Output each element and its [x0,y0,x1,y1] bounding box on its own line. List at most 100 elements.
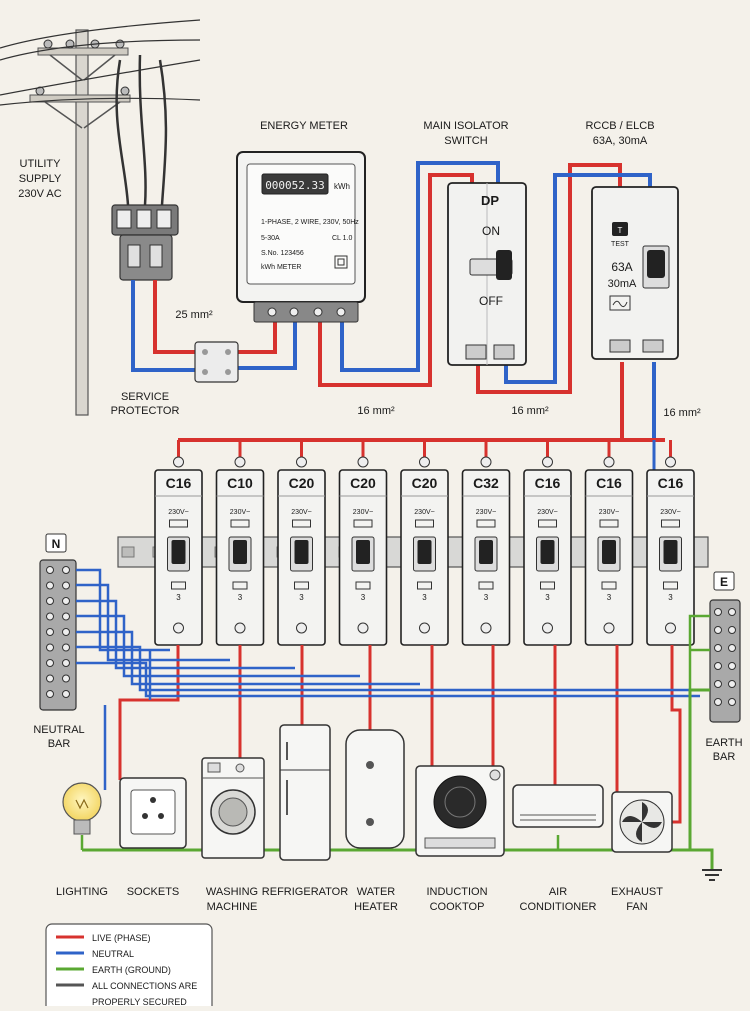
neutral-bar-label-2: BAR [48,738,71,750]
mcb-handle [540,540,555,564]
mcb-handle [417,540,432,564]
utility-label-3: 230V AC [18,188,61,200]
mcb-8: C16 230V~ 3 [584,456,634,646]
mcb-poles: 3 [238,593,243,602]
utility-label-1: UTILITY [20,158,62,170]
header-labels: UTILITY SUPPLY 230V AC ENERGY METER MAIN… [18,120,701,419]
earth-tag: E [720,575,728,589]
neutral-bar: N NEUTRAL BAR [33,533,85,750]
washing-machine-icon [201,757,265,859]
service-cutout [111,204,179,281]
air-conditioner-label: AIR [549,886,567,898]
refrigerator-icon [279,724,331,861]
isolator-on-label: ON [482,224,500,238]
isolator-title-1: MAIN ISOLATOR [423,120,508,132]
mcb-voltage: 230V~ [660,509,680,516]
meter-name: kWh METER [261,264,301,271]
earth-bar: E EARTH BAR [705,571,743,763]
mcb-rating: C20 [412,475,438,491]
rccb-test-button [612,222,628,236]
mcb-handle [663,540,678,564]
exhaust-fan-icon [611,791,673,853]
meter-current: 5-30A [261,235,280,242]
cable-size-rccb-out: 16 mm² [663,407,701,419]
cable-size-meter-out: 16 mm² [357,405,395,417]
circuit-wires [76,568,710,850]
legend-item-2: NEUTRAL [92,949,134,959]
supply-wires [131,161,656,440]
cable-size-service: 25 mm² [175,309,213,321]
mcb-rating: C16 [535,475,561,491]
appliance-labels: LIGHTING SOCKETS WASHING MACHINE REFRIGERATO… [56,886,663,913]
earth-bar-label-2: BAR [713,751,736,763]
mcb-2: C10 230V~ 3 [215,456,265,646]
service-protector-label-2: PROTECTOR [111,405,180,417]
mcb-voltage: 230V~ [291,509,311,516]
isolator-type: DP [481,193,499,208]
rccb-sensitivity: 30mA [608,278,637,290]
meter-class: CL 1.0 [332,235,352,242]
neutral-bar-label-1: NEUTRAL [33,724,84,736]
rccb-title-2: 63A, 30mA [593,135,648,147]
lighting-label: LIGHTING [56,886,108,898]
sockets-label: SOCKETS [127,886,180,898]
mcb-voltage: 230V~ [230,509,250,516]
mcb-poles: 3 [545,593,550,602]
legend-item-3: EARTH (GROUND) [92,965,171,975]
socket-outlet-icon [119,777,187,849]
mcb-rating: C20 [289,475,315,491]
mcb-row: C16230V~3C10230V~3C20230V~3C20230V~3C202… [154,456,695,646]
mcb-poles: 3 [668,593,673,602]
mcb-rating: C16 [166,475,192,491]
mcb-3: C20 230V~ 3 [277,456,326,646]
water-heater-icon [345,729,405,849]
mcb-poles: 3 [607,593,612,602]
mcb-handle [479,540,493,564]
utility-pole [0,19,201,416]
mcb-poles: 3 [422,593,427,602]
earth-wiring [82,688,722,881]
water-heater-label: HEATER [354,901,398,913]
mcb-poles: 3 [484,593,489,602]
washing-machine-label: WASHING [206,886,258,898]
rccb-test-label: TEST [611,241,630,248]
mcb-rating: C16 [658,475,684,491]
mcb-voltage: 230V~ [353,509,373,516]
water-heater-label: WATER [357,886,396,898]
svg-text:T: T [618,226,623,235]
mcb-voltage: 230V~ [599,509,619,516]
isolator-handle [496,250,512,280]
isolator-off-label: OFF [479,294,503,308]
mcb-voltage: 230V~ [414,509,434,516]
legend-item-4: ALL CONNECTIONS ARE [92,981,197,991]
meter-serial: S.No. 123456 [261,250,304,257]
main-isolator-switch: DP ON OFF [447,182,527,366]
utility-label-2: SUPPLY [19,173,62,185]
mcb-7: C16 230V~ 3 [523,456,572,646]
induction-cooktop-label: INDUCTION [426,886,487,898]
mcb-rating: C16 [596,475,622,491]
mcb-rating: C32 [473,475,499,491]
mcb-rating: C10 [227,475,253,491]
mcb-handle [294,540,309,564]
refrigerator-label: REFRIGERATOR [262,886,348,898]
mcb-handle [233,540,247,564]
mcb-5: C20 230V~ 3 [400,456,449,646]
cable-size-isolator-out: 16 mm² [511,405,549,417]
mcb-poles: 3 [299,593,304,602]
legend-item-5: PROPERLY SECURED [92,997,187,1006]
mcb-voltage: 230V~ [537,509,557,516]
exhaust-fan-label: FAN [626,901,647,913]
meter-reading: 000052.33 [265,179,325,192]
rccb-handle [647,250,665,278]
air-conditioner-label: CONDITIONER [520,901,597,913]
neutral-tag: N [52,537,61,551]
meter-unit: kWh [334,182,350,191]
washing-machine-label: MACHINE [207,901,258,913]
service-protector [194,341,239,383]
